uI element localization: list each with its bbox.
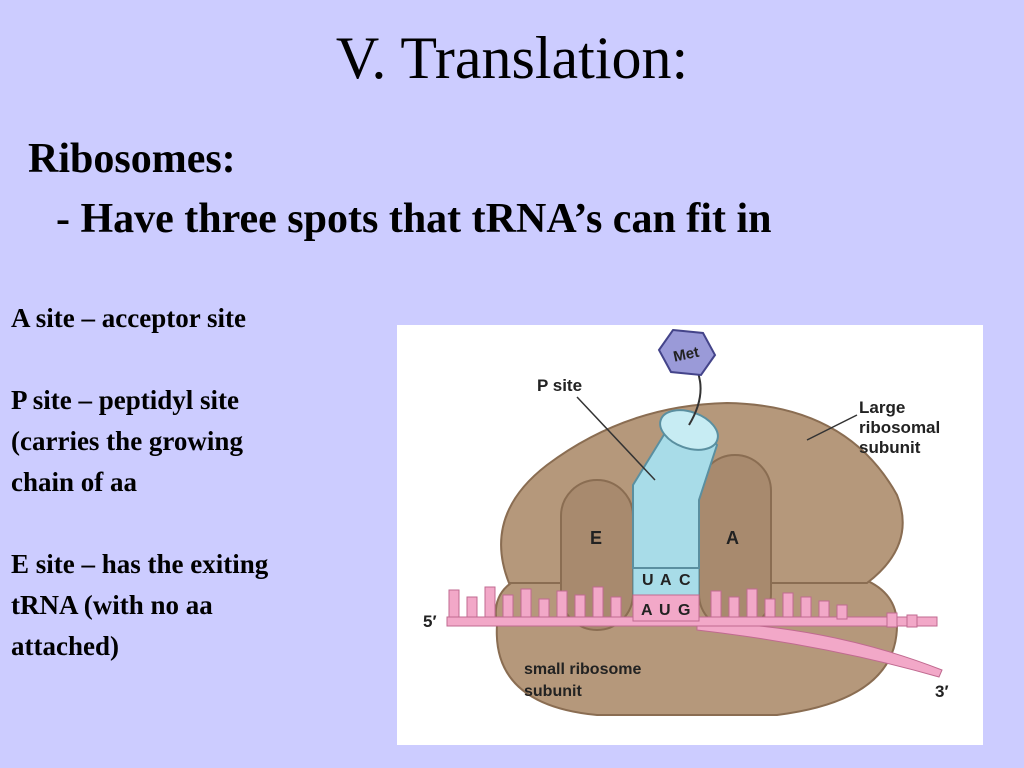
spacer [11,339,361,380]
mrna-bases [448,586,918,628]
three-prime-label: 3′ [935,682,949,701]
large-subunit-label-line-2: ribosomal [859,418,940,437]
e-site-text-line-3: attached) [11,631,119,661]
large-subunit-pointer [806,414,858,441]
sites-description: A site – acceptor site P site – peptidyl… [11,298,361,667]
codon-anticodon: U A C A U G [632,567,700,622]
ribosome-diagram: U A C A U G Met P site Large ribosomal s… [397,325,983,745]
e-site-text-line-2: tRNA (with no aa [11,590,213,620]
small-subunit-label-line-1: small ribosome [524,661,641,678]
five-prime-label: 5′ [423,612,437,631]
anticodon-base-2: A [660,572,672,589]
mrna-tail [696,621,943,678]
p-site-text-line-3: chain of aa [11,467,138,497]
p-site-pointer [576,396,656,481]
large-subunit-label-line-1: Large [859,398,905,417]
p-site-text-line-2: (carries the growing [11,426,243,456]
e-site-text-line-1: E site – has the exiting [11,549,269,579]
anticodon-base-1: U [642,572,654,589]
slide-title: V. Translation: [335,25,689,91]
small-subunit-label-line-2: subunit [524,683,582,700]
section-heading: Ribosomes: [28,136,236,182]
met-amino-acid [657,328,717,377]
bullet-text: - Have three spots that tRNA’s can fit i… [56,196,772,242]
codon-base-3: G [678,602,690,619]
a-site-text: A site – acceptor site [11,303,246,333]
ribosome-diagram-svg: U A C A U G Met P site Large ribosomal s… [423,328,949,716]
codon-base-2: U [659,602,671,619]
met-label: Met [672,344,701,366]
a-site-label: A [726,528,739,548]
e-site-label: E [590,528,602,548]
large-subunit-label-line-3: subunit [859,438,921,457]
spacer [11,503,361,544]
p-site-text-line-1: P site – peptidyl site [11,385,239,415]
codon-base-1: A [641,602,653,619]
anticodon-base-3: C [679,572,691,589]
p-site-label: P site [537,376,582,395]
